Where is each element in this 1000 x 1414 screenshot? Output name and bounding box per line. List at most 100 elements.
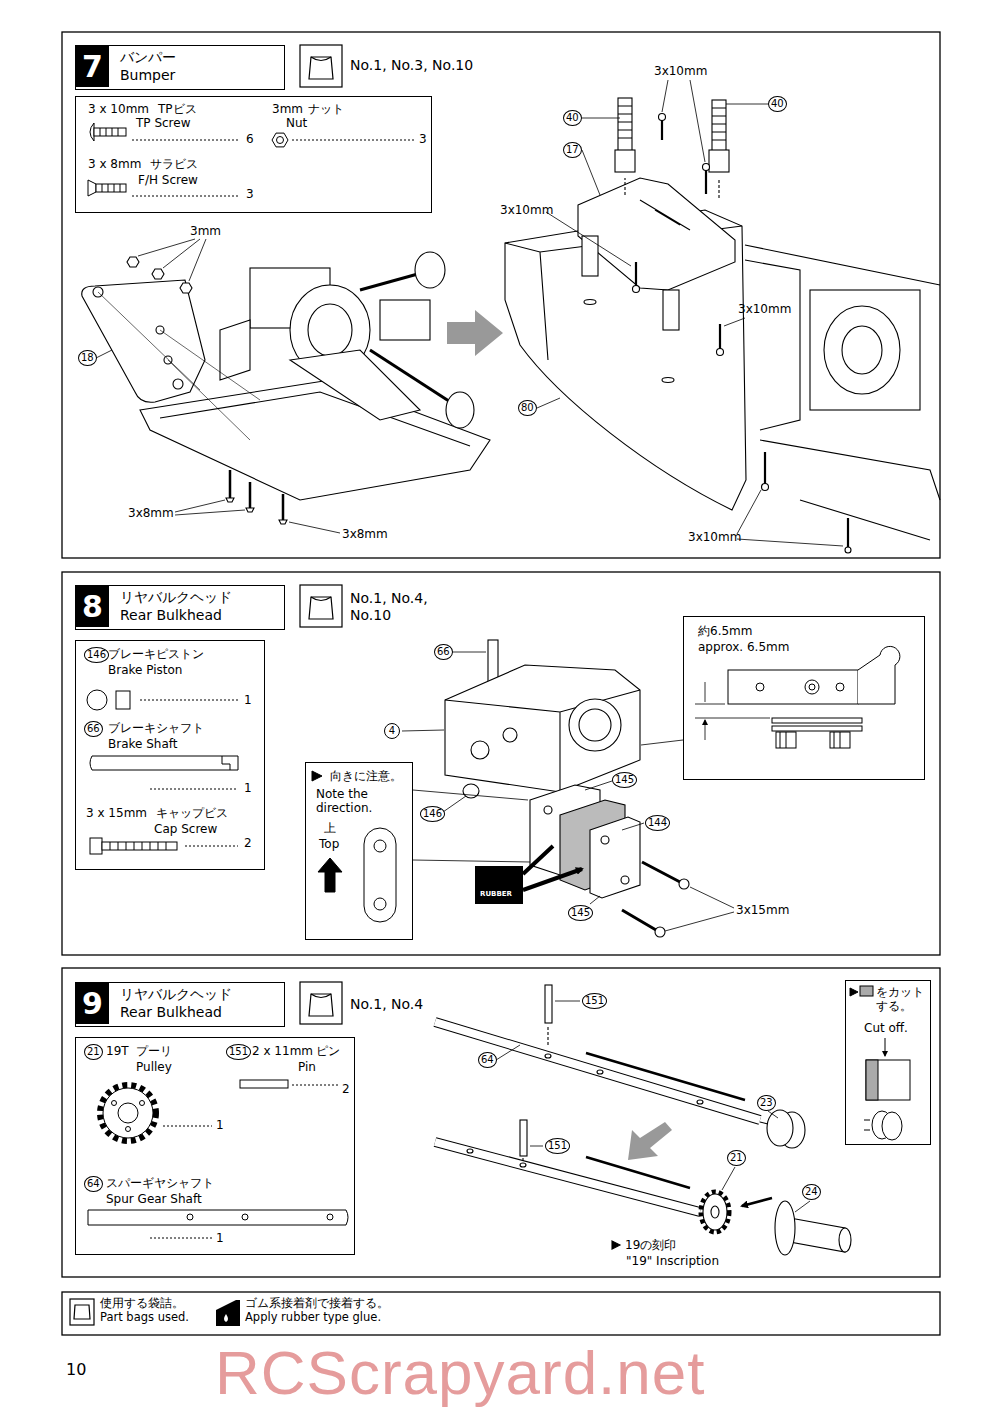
- step8-illustration: [569, 699, 621, 751]
- part-icon: [90, 838, 102, 854]
- step8-illustration: [621, 876, 629, 884]
- step7-right-illustration: [615, 150, 635, 172]
- step7-right-illustration: [640, 200, 690, 230]
- label-text: 3 x 8mm: [88, 157, 141, 171]
- step7-left-illustration: [98, 292, 260, 440]
- step7-right-illustration: [636, 118, 848, 548]
- label-text: 2 x 11mm: [252, 1044, 313, 1058]
- label-text: 3: [419, 132, 427, 146]
- bag-icon: [309, 597, 333, 619]
- step7-right-illustration: [824, 306, 900, 394]
- label-text: Pulley: [136, 1060, 172, 1074]
- step7-right-illustration: [505, 98, 940, 553]
- note-and-inset: [836, 683, 844, 691]
- step9-illustration: [435, 1022, 760, 1120]
- step9-illustration: [435, 1142, 700, 1212]
- label-text: Rear Bulkhead: [120, 607, 222, 624]
- dimension-label: 19の刻印: [625, 1238, 676, 1252]
- label-text: スパーギヤシャフト: [106, 1176, 214, 1190]
- step9-illustration: [467, 1149, 473, 1153]
- step7-right-illustration: [760, 440, 940, 540]
- glue-arrow: [475, 866, 523, 904]
- label-text: リヤバルクヘッド: [120, 986, 232, 1003]
- part-icon: [277, 137, 284, 144]
- glue-arrow: [523, 846, 582, 890]
- callout-number: 66: [84, 721, 103, 737]
- note-and-inset: [374, 840, 386, 852]
- step7-right-illustration: [618, 106, 726, 140]
- note-and-inset: [318, 858, 342, 892]
- callout-number: 24: [802, 1184, 821, 1200]
- label-text: 2: [244, 836, 252, 850]
- bag-icon: [300, 585, 342, 627]
- step8-illustration: [655, 927, 665, 937]
- leader-line: [96, 350, 112, 358]
- dimension-label: 3mm: [190, 224, 221, 238]
- note-and-inset: [858, 646, 900, 704]
- detail-inset: 約6.5mmapprox. 6.5mm: [683, 616, 925, 780]
- step8-illustration: [579, 709, 611, 741]
- callout-number: 18: [78, 350, 97, 366]
- label-text: Pin: [298, 1060, 316, 1074]
- note-and-inset: [312, 771, 322, 781]
- part-icon: [102, 184, 120, 192]
- leader-line: [496, 1001, 580, 1146]
- cut-icon: [860, 986, 873, 996]
- bag-number-label: No.1, No.4: [350, 996, 423, 1013]
- step8-illustration: [445, 640, 689, 937]
- label-text: Spur Gear Shaft: [106, 1192, 202, 1206]
- step9-illustration: [767, 1110, 793, 1146]
- step9-illustration: [523, 1027, 548, 1162]
- label-text: サラビス: [150, 157, 198, 171]
- note-and-inset: [772, 718, 862, 723]
- callout-number: 144: [645, 815, 670, 831]
- step7-left-illustration: [230, 470, 283, 520]
- step9-illustration: [520, 1120, 527, 1156]
- step7-right-illustration: [810, 290, 920, 410]
- label-text: F/H Screw: [138, 173, 198, 187]
- leader-line: [737, 490, 843, 546]
- step7-right-illustration: [584, 300, 596, 305]
- note-and-inset: [374, 898, 386, 910]
- step9-illustration: [711, 1206, 719, 1218]
- part-icon: [140, 1101, 145, 1106]
- step7-right-illustration: [633, 286, 640, 293]
- label-text: TP Screw: [136, 116, 190, 130]
- callout-number: 64: [84, 1176, 103, 1192]
- label-text: approx. 6.5mm: [698, 640, 789, 654]
- dotted-count-line: [150, 1085, 338, 1238]
- step9-illustration: [435, 1142, 700, 1212]
- step7-right-illustration: [703, 164, 710, 171]
- label-text: 向きに注意。: [330, 769, 402, 783]
- label-text: 1: [216, 1231, 224, 1245]
- callout-number: 151: [226, 1044, 251, 1060]
- cut-icon: [850, 988, 858, 996]
- legend-text: 使用する袋詰。 Part bags used.: [100, 1297, 205, 1325]
- part-icon: [242, 1214, 248, 1220]
- step-number: 7: [76, 46, 109, 87]
- part-icon: [112, 1101, 117, 1106]
- glue-icon: [224, 1314, 228, 1322]
- label-text: キャップビス: [156, 806, 228, 820]
- step9-illustration: [586, 1053, 772, 1206]
- label-text: ナット: [308, 102, 344, 116]
- callout-number: 64: [478, 1052, 497, 1068]
- step9-illustration: [701, 1192, 729, 1232]
- part-icon: [240, 1080, 288, 1088]
- callout-number: 4: [384, 723, 400, 739]
- step7-right-illustration: [709, 150, 729, 172]
- label-text: リヤバルクヘッド: [120, 589, 232, 606]
- note-and-inset: [756, 683, 764, 691]
- bag-icon: [309, 994, 333, 1016]
- step8-illustration: [590, 817, 640, 898]
- step9-illustration: [697, 1100, 703, 1104]
- callout-number: 23: [757, 1095, 776, 1111]
- dimension-label: 3x10mm: [688, 530, 741, 544]
- cut-icon: [866, 1060, 910, 1100]
- callout-number: 151: [582, 993, 607, 1009]
- label-text: Rear Bulkhead: [120, 1004, 222, 1021]
- note-and-inset: [641, 740, 683, 745]
- step9-illustration: [545, 1054, 551, 1058]
- dimension-label: 3x8mm: [342, 527, 388, 541]
- watermark: RCScrapyard.net: [215, 1336, 706, 1410]
